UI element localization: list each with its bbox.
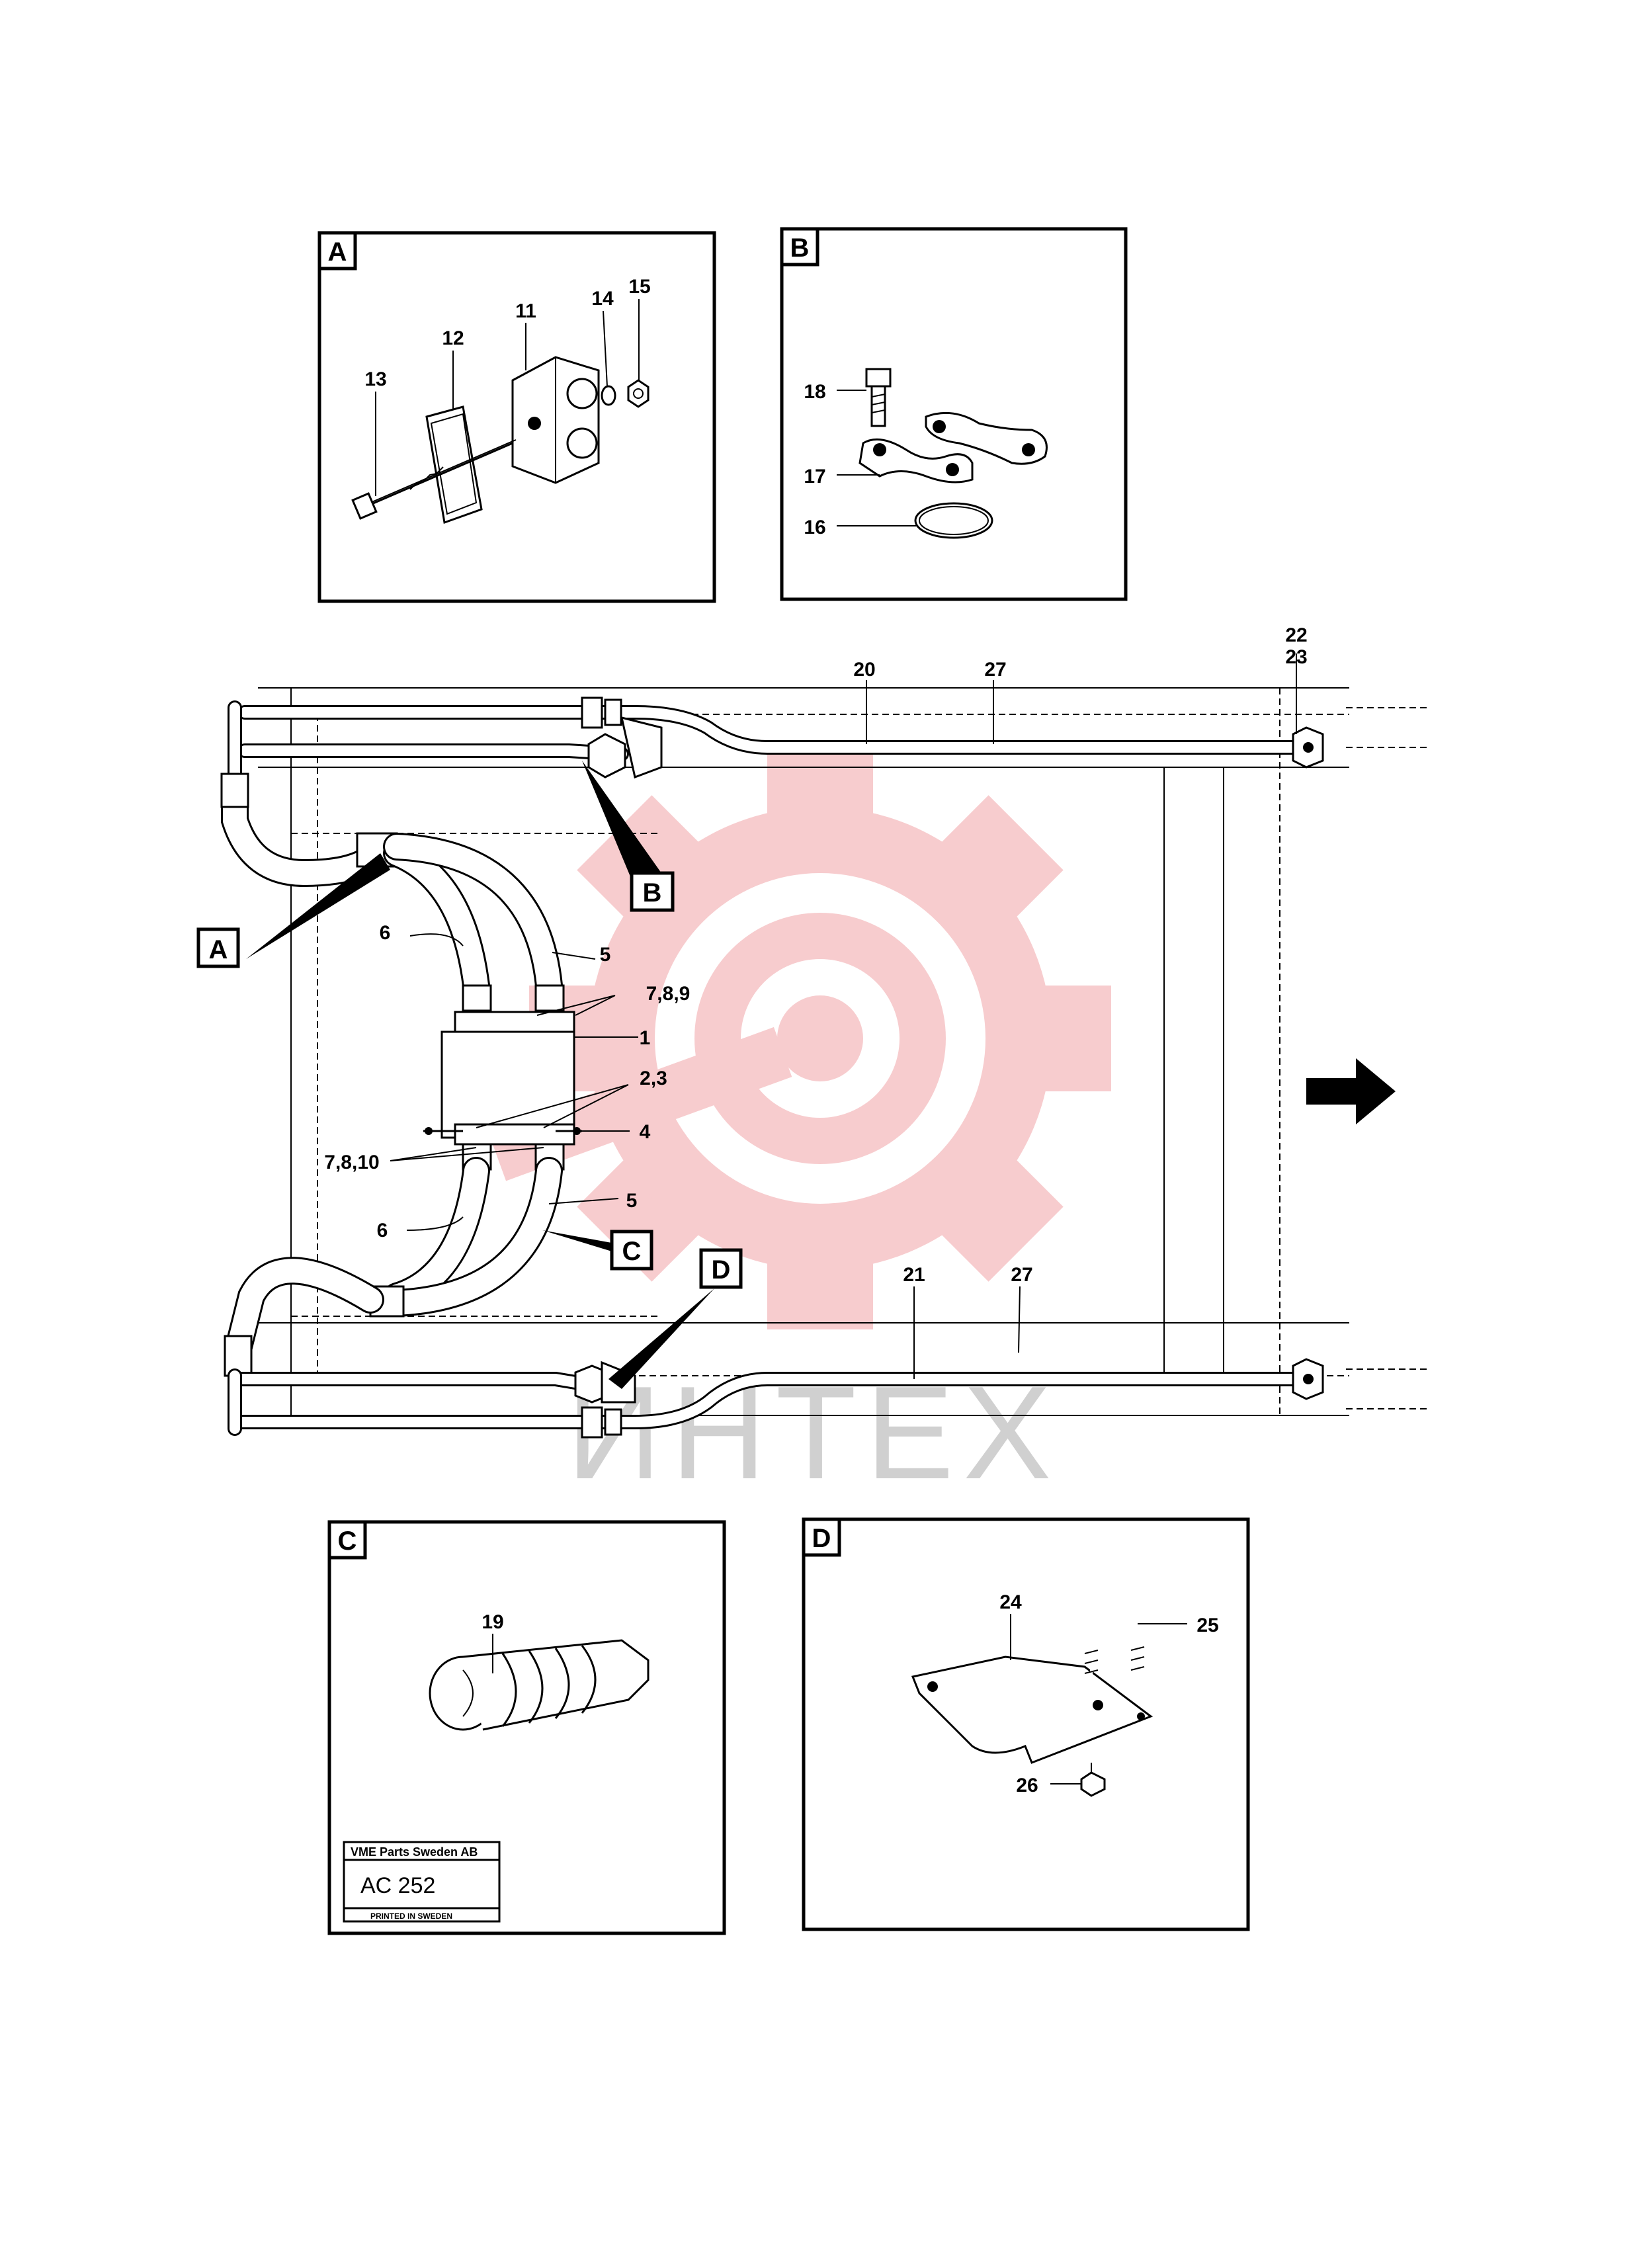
spiral-wrap-part xyxy=(429,1639,650,1731)
svg-text:D: D xyxy=(712,1255,731,1284)
oil-cooler-part xyxy=(423,1011,582,1146)
callout-24: 24 xyxy=(999,1591,1022,1613)
detail-box-d: D 24 25 26 xyxy=(802,1517,1250,1931)
callout-23: 23 xyxy=(1285,646,1307,668)
callout-16: 16 xyxy=(804,517,825,538)
publisher-stamp: VME Parts Sweden AB AC 252 PRINTED IN SW… xyxy=(343,1841,501,1923)
detail-tag-d: D xyxy=(812,1524,831,1553)
end-flange-bottom xyxy=(1292,1358,1324,1400)
callout-25: 25 xyxy=(1196,1615,1218,1636)
flange-bolt-part xyxy=(865,368,892,427)
pointer-tag-a xyxy=(196,927,240,968)
callout-4: 4 xyxy=(640,1121,651,1143)
callout-5-top: 5 xyxy=(600,944,611,966)
stamp-code: AC 252 xyxy=(360,1873,435,1898)
callout-13: 13 xyxy=(364,368,386,390)
callout-27-bottom: 27 xyxy=(1011,1264,1032,1286)
clamp-half-part xyxy=(511,356,600,484)
pointer-tag-d xyxy=(699,1248,743,1289)
callout-12: 12 xyxy=(442,327,464,349)
main-assembly: A B C D 20 27 22 23 6 5 7,8,9 1 2,3 4 7,… xyxy=(196,624,1429,1439)
callout-21: 21 xyxy=(903,1264,925,1286)
detail-tag-a: A xyxy=(328,237,347,267)
callout-14: 14 xyxy=(591,288,614,310)
pointer-tag-b xyxy=(630,871,675,912)
callout-27-top: 27 xyxy=(984,659,1006,681)
callout-7-8-9: 7,8,9 xyxy=(646,983,691,1005)
detail-box-b: B 18 17 16 xyxy=(780,227,1128,601)
callout-7-8-10: 7,8,10 xyxy=(324,1152,379,1173)
callout-6-bottom: 6 xyxy=(377,1220,388,1241)
detail-box-c: C 19 VME Parts Sweden AB AC 252 PRINTED … xyxy=(327,1520,726,1935)
stamp-printed: PRINTED IN SWEDEN xyxy=(370,1911,452,1921)
callout-1: 1 xyxy=(640,1027,651,1049)
washer-part xyxy=(601,385,616,406)
callout-18: 18 xyxy=(804,381,825,403)
arrow-right-icon xyxy=(1306,1058,1396,1124)
svg-text:B: B xyxy=(643,878,662,907)
callout-20: 20 xyxy=(853,659,875,681)
callout-2-3: 2,3 xyxy=(640,1068,667,1089)
nut-part xyxy=(627,379,650,408)
stamp-company: VME Parts Sweden AB xyxy=(351,1845,478,1859)
o-ring-part xyxy=(914,502,993,539)
callout-22: 22 xyxy=(1285,624,1307,646)
callout-6-top: 6 xyxy=(380,922,391,944)
svg-text:A: A xyxy=(209,935,228,964)
detail-tag-c: C xyxy=(338,1527,357,1556)
detail-tag-b: B xyxy=(790,233,810,263)
callout-5-bottom: 5 xyxy=(626,1190,638,1212)
callout-15: 15 xyxy=(628,276,650,298)
callout-17: 17 xyxy=(804,466,825,487)
detail-box-a: A 13 xyxy=(317,231,716,603)
plate-part xyxy=(425,405,483,525)
callout-19: 19 xyxy=(482,1611,503,1633)
pointer-tag-c xyxy=(610,1230,653,1271)
watermark-gear-icon xyxy=(487,747,1111,1329)
u-bolt-nut-part xyxy=(1080,1763,1106,1797)
end-flange-top xyxy=(1292,726,1324,769)
callout-26: 26 xyxy=(1016,1775,1038,1796)
callout-11: 11 xyxy=(515,300,536,322)
svg-text:C: C xyxy=(622,1237,642,1266)
u-bolt-part xyxy=(1084,1585,1145,1693)
split-flange-part xyxy=(859,411,1048,483)
bolt-part xyxy=(351,439,517,520)
